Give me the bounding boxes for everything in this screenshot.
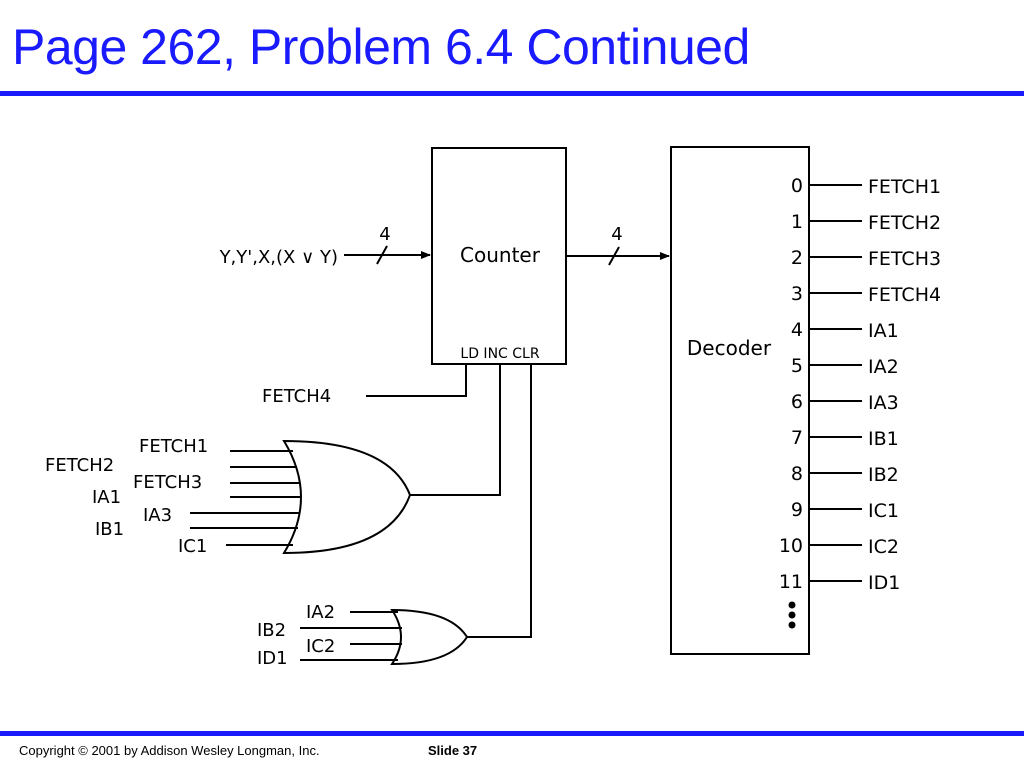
decoder-output-signal: FETCH4 [868,284,941,306]
input-bus-width: 4 [379,224,390,245]
decoder-output-index: 2 [791,247,803,269]
slide-title: Page 262, Problem 6.4 Continued [12,19,750,75]
output-bus-slash [608,246,620,266]
decoder-output-index: 1 [791,211,803,233]
or2-input-label: ID1 [257,648,288,669]
decoder-output-index: 11 [779,571,803,593]
decoder-label: Decoder [687,336,772,360]
or1-input-label: FETCH3 [133,472,202,493]
decoder-output-signal: IA2 [868,356,899,378]
counter-block [431,147,567,365]
or1-input-label: IC1 [178,536,207,557]
decoder-output-index: 4 [791,319,803,341]
decoder-output-signal: IA1 [868,320,899,342]
decoder-output-signal: IB2 [868,464,899,486]
inc-wire [410,365,501,496]
or2-input-label: IC2 [306,636,335,657]
counter-label: Counter [460,243,541,267]
decoder-output-signal: FETCH2 [868,212,941,234]
decoder-output-index: 8 [791,463,803,485]
footer-divider [0,731,1024,736]
or2-input-label: IA2 [306,602,335,623]
or1-input-label: FETCH1 [139,436,208,457]
decoder-output-signal: FETCH1 [868,176,941,198]
or1-input-label: IB1 [95,519,124,540]
or-gate-1 [282,439,412,555]
decoder-output-index: 0 [791,175,803,197]
footer-copyright: Copyright © 2001 by Addison Wesley Longm… [19,743,320,758]
counter-pins-label: LD INC CLR [460,346,539,362]
decoder-output-signal: IC1 [868,500,899,522]
or1-input-label: IA3 [143,505,172,526]
decoder-output-signal: IB1 [868,428,899,450]
decoder-output-signal: IC2 [868,536,899,558]
decoder-output-index: 3 [791,283,803,305]
decoder-output-signal: ID1 [868,572,900,594]
decoder-output-index: 6 [791,391,803,413]
or-gate-2 [390,608,469,666]
decoder-output-index: 9 [791,499,803,521]
counter-input-label: Y,Y',X,(X ∨ Y) [219,247,338,268]
clr-wire [467,365,532,638]
input-bus-slash [376,245,388,265]
title-divider [0,91,1024,96]
output-bus-width: 4 [611,224,622,245]
slide-number: Slide 37 [428,743,478,758]
or1-input-label: FETCH2 [45,455,114,476]
decoder-output-index: 7 [791,427,803,449]
ld-wire [366,365,467,397]
decoder-output-index: 10 [779,535,803,557]
or2-input-label: IB2 [257,620,286,641]
decoder-output-signal: FETCH3 [868,248,941,270]
continuation-dots [788,601,796,629]
decoder-output-index: 5 [791,355,803,377]
ld-input-label: FETCH4 [262,386,331,407]
decoder-output-signal: IA3 [868,392,899,414]
or1-input-label: IA1 [92,487,121,508]
